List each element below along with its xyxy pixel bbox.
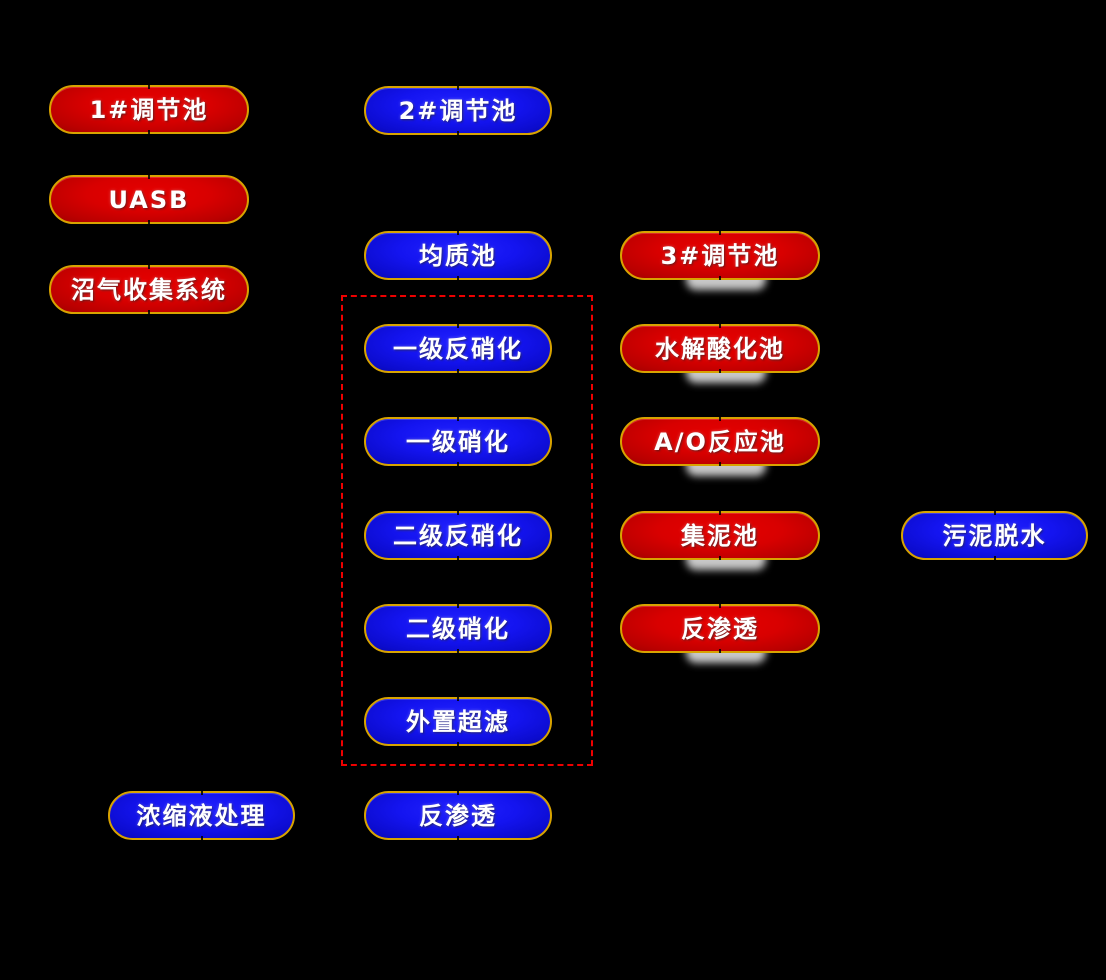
- node-tank-1[interactable]: 1#调节池: [49, 85, 249, 134]
- node-uasb[interactable]: UASB: [49, 175, 249, 224]
- node-external-uf[interactable]: 外置超滤: [364, 697, 552, 746]
- node-nitrification-1[interactable]: 一级硝化: [364, 417, 552, 466]
- node-reverse-osmosis-2[interactable]: 反渗透: [364, 791, 552, 840]
- node-sludge-tank[interactable]: 集泥池: [620, 511, 820, 560]
- node-ao-reactor[interactable]: A/O反应池: [620, 417, 820, 466]
- node-nitrification-2[interactable]: 二级硝化: [364, 604, 552, 653]
- node-label: 水解酸化池: [655, 334, 785, 363]
- node-label: 外置超滤: [406, 707, 510, 736]
- node-label: 2#调节池: [398, 96, 518, 125]
- node-label: 污泥脱水: [942, 521, 1047, 550]
- node-tank-3[interactable]: 3#调节池: [620, 231, 820, 280]
- node-label: 反渗透: [681, 614, 759, 643]
- node-concentrate-treatment[interactable]: 浓缩液处理: [108, 791, 295, 840]
- node-label: 一级反硝化: [393, 334, 523, 363]
- node-label: 集泥池: [681, 521, 759, 550]
- node-denitrification-1[interactable]: 一级反硝化: [364, 324, 552, 373]
- node-sludge-dewatering[interactable]: 污泥脱水: [901, 511, 1088, 560]
- node-tank-2[interactable]: 2#调节池: [364, 86, 552, 135]
- node-label: 二级反硝化: [393, 521, 523, 550]
- node-denitrification-2[interactable]: 二级反硝化: [364, 511, 552, 560]
- node-label: A/O反应池: [654, 427, 786, 456]
- node-label: 浓缩液处理: [136, 801, 267, 830]
- node-label: 均质池: [419, 241, 497, 270]
- node-label: 二级硝化: [406, 614, 510, 643]
- node-label: 1#调节池: [89, 95, 209, 124]
- node-equalization-tank[interactable]: 均质池: [364, 231, 552, 280]
- node-label: 3#调节池: [660, 241, 780, 270]
- node-label: 反渗透: [419, 801, 497, 830]
- node-biogas-collection[interactable]: 沼气收集系统: [49, 265, 249, 314]
- node-reverse-osmosis-1[interactable]: 反渗透: [620, 604, 820, 653]
- node-label: 一级硝化: [406, 427, 510, 456]
- node-label: UASB: [108, 185, 190, 214]
- node-hydrolysis-acid[interactable]: 水解酸化池: [620, 324, 820, 373]
- node-label: 沼气收集系统: [71, 275, 227, 304]
